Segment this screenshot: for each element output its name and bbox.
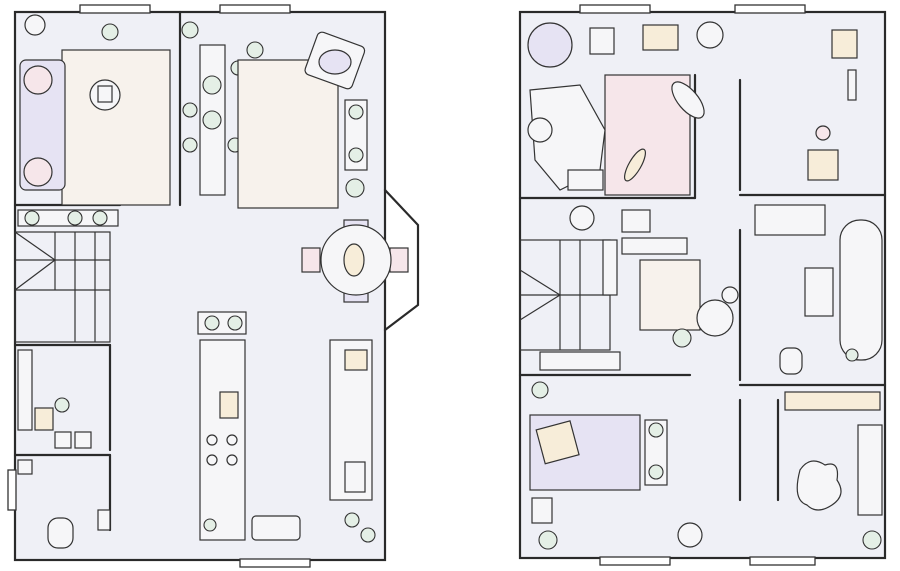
plant [203,518,217,532]
box [642,24,679,51]
window [239,558,311,568]
plant [24,210,40,226]
plant [181,21,199,39]
plant [202,110,222,130]
plant [348,147,364,163]
cushion [23,157,53,187]
ball [815,125,831,141]
rug [639,259,701,331]
ground-floor-plan [7,4,420,568]
plant [54,397,70,413]
pillow [535,420,580,465]
staircase [14,231,111,343]
box [807,149,839,181]
plant [246,41,264,59]
table-lamp [527,117,553,143]
toy-icon [569,205,595,231]
table-item [97,85,113,103]
dining-rug [237,59,339,209]
plant [101,23,119,41]
box [17,459,33,475]
window [749,556,816,566]
shelf [621,237,688,255]
plant [182,137,198,153]
appliance [344,349,368,371]
dining-chair [389,247,409,273]
wardrobe [857,424,883,516]
shelf [97,509,111,531]
living-room-rug [61,49,171,206]
plant [202,75,222,95]
upper-floor-plan [518,4,887,566]
shelf [539,351,621,371]
box [34,407,54,431]
plant [345,178,365,198]
sink [251,515,301,541]
stool [677,522,703,548]
plant [672,328,692,348]
toilet [47,517,74,549]
toy [624,148,646,182]
stove-icon [206,434,238,466]
shelf [17,349,33,431]
lamp-icon [24,14,46,36]
bench [567,169,604,191]
box [831,29,858,59]
window [219,4,291,14]
plant [204,315,220,331]
desk [784,391,881,411]
table-centerpiece [343,243,365,277]
vanity [754,204,826,236]
plant [531,381,549,399]
animal-skin-rug [796,460,842,511]
plant [360,527,376,543]
plant [538,530,558,550]
plant [344,512,360,528]
armchair [696,299,734,337]
box [54,431,72,449]
window [7,469,17,511]
plant [182,102,198,118]
pillow [671,81,705,119]
plant [92,210,108,226]
shower-mat [804,267,834,317]
shelf [602,239,618,296]
shelf [847,69,857,101]
chair [589,27,615,55]
side-table [721,286,739,304]
cutting-board [219,391,239,419]
cushion [23,65,53,95]
toilet [779,347,803,375]
bay-window [383,188,420,332]
window [599,556,671,566]
spiral-lamp-icon [696,21,724,49]
plant [862,530,882,550]
plant [227,315,243,331]
bathtub [839,219,883,361]
plant [67,210,83,226]
plant [648,422,664,438]
plant [845,348,859,362]
plant [648,464,664,480]
dining-chair [301,247,321,273]
chair-cushion [318,49,352,75]
desk [621,209,651,233]
box [531,497,553,524]
box [344,461,366,493]
umbrella-chair [527,22,573,68]
box [74,431,92,449]
window [79,4,151,14]
plant [348,104,364,120]
window [579,4,651,14]
window [734,4,806,14]
